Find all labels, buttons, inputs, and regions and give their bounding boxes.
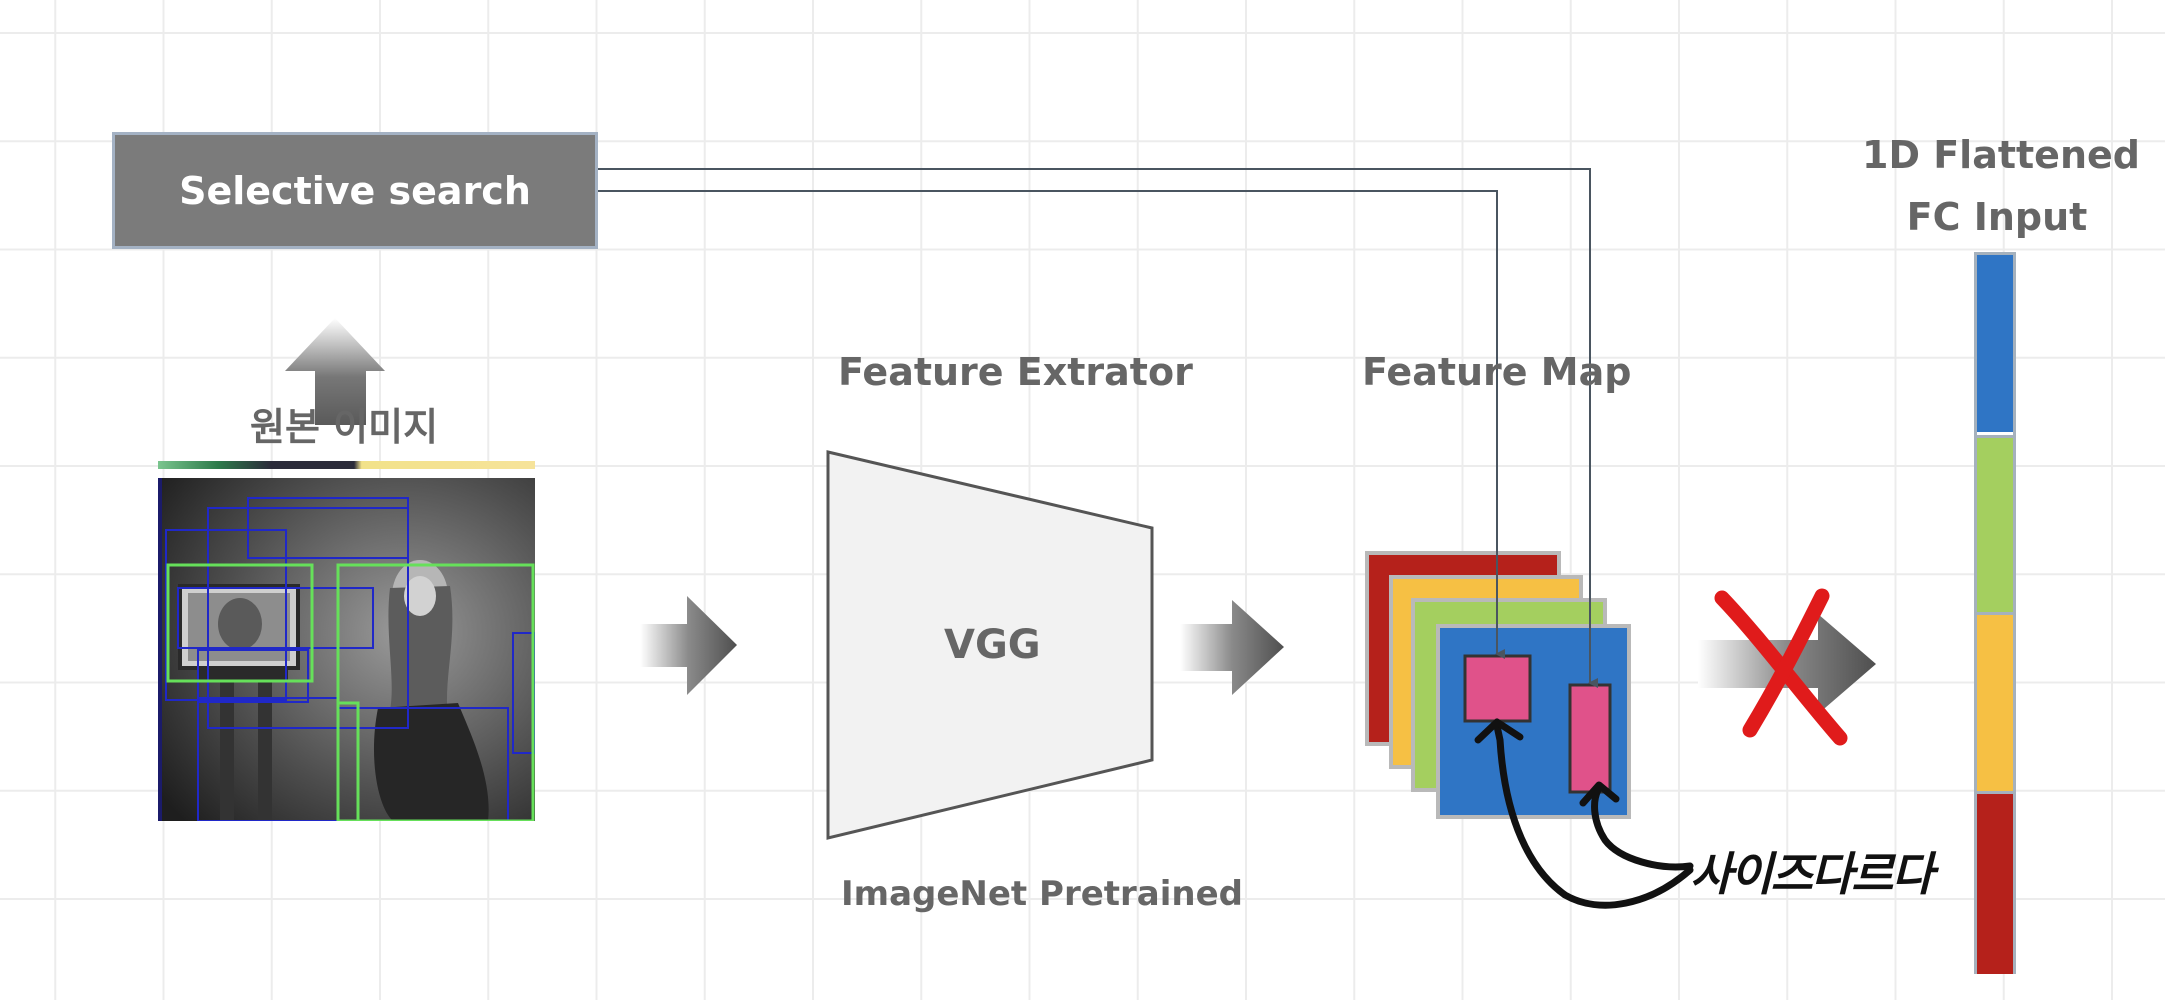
right-arrow-icon <box>640 596 737 695</box>
image-top-strip <box>158 461 535 469</box>
fc-segment-blue <box>1977 255 2013 432</box>
original-image-label: 원본 이미지 <box>250 405 439 449</box>
fc-segment-yellow <box>1977 612 2013 791</box>
handdrawn-arrow-icon <box>1474 718 1694 909</box>
fc-segment-green <box>1977 435 2013 614</box>
size-differs-annotation: 사이즈다르다 <box>1690 847 1934 901</box>
selective-search-box: Selective search <box>112 132 598 249</box>
fc-input-bar <box>1974 252 2016 974</box>
roi-connector-line <box>598 168 1598 688</box>
flattened-input-title: 1D Flattened FC Input <box>1862 124 2140 248</box>
roi-connector-line <box>598 190 1505 659</box>
feature-map-title: Feature Map <box>1362 350 1632 394</box>
selective-search-label: Selective search <box>179 168 531 213</box>
imagenet-pretrained-label: ImageNet Pretrained <box>841 874 1243 914</box>
roi-box-square <box>1463 654 1532 723</box>
vgg-trapezoid <box>826 450 1154 840</box>
right-arrow-icon <box>1180 600 1284 695</box>
up-arrow-icon <box>285 318 385 425</box>
flattened-input-title-line2: FC Input <box>1906 195 2088 239</box>
flattened-input-title-line1: 1D Flattened <box>1862 133 2140 177</box>
fc-segment-red <box>1977 791 2013 974</box>
feature-extractor-title: Feature Extrator <box>838 350 1193 394</box>
source-photo <box>158 478 535 821</box>
vgg-label: VGG <box>944 622 1041 668</box>
roi-box-tall <box>1568 683 1612 794</box>
cross-icon <box>1714 588 1848 746</box>
